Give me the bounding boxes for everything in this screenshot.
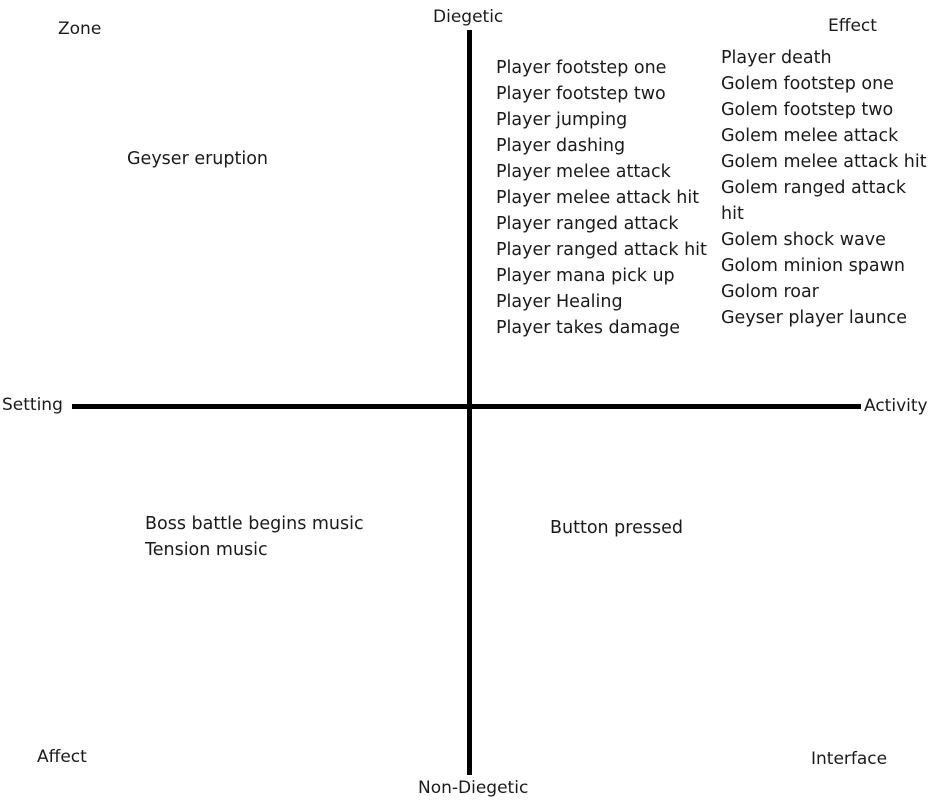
corner-label-bottom-right: Interface <box>811 749 888 769</box>
list-item: Golom minion spawn <box>721 256 906 276</box>
list-item: Golem footstep one <box>721 74 894 94</box>
list-item: hit <box>721 204 744 224</box>
quadrant-top-right-golem-list: Player death Golem footstep one Golem fo… <box>721 45 927 331</box>
quadrant-top-left-list: Geyser eruption <box>127 146 268 172</box>
axis-label-left: Setting <box>2 395 63 415</box>
axis-label-bottom: Non-Diegetic <box>418 778 529 798</box>
list-item: Golem footstep two <box>721 100 894 120</box>
axis-label-right: Activity <box>864 396 928 416</box>
vertical-axis-line <box>467 30 472 775</box>
list-item: Player ranged attack hit <box>496 240 707 260</box>
list-item: Player death <box>721 48 832 68</box>
list-item: Player footstep two <box>496 84 666 104</box>
list-item: Golom roar <box>721 282 819 302</box>
list-item: Player takes damage <box>496 318 681 338</box>
quadrant-bottom-right-list: Button pressed <box>550 515 683 541</box>
list-item: Geyser player launce <box>721 308 908 328</box>
corner-label-top-right: Effect <box>828 16 877 36</box>
list-item: Tension music <box>145 540 268 560</box>
list-item: Player footstep one <box>496 58 667 78</box>
corner-label-bottom-left: Affect <box>37 747 87 767</box>
list-item: Player melee attack <box>496 162 671 182</box>
quadrant-bottom-left-list: Boss battle begins music Tension music <box>145 511 364 563</box>
list-item: Player mana pick up <box>496 266 675 286</box>
corner-label-top-left: Zone <box>58 19 102 39</box>
list-item: Button pressed <box>550 518 683 538</box>
list-item: Player jumping <box>496 110 628 130</box>
horizontal-axis-line <box>72 404 861 409</box>
list-item: Player dashing <box>496 136 626 156</box>
list-item: Geyser eruption <box>127 149 269 169</box>
axis-label-top: Diegetic <box>433 7 504 27</box>
list-item: Boss battle begins music <box>145 514 364 534</box>
list-item: Golem melee attack <box>721 126 899 146</box>
quadrant-top-right-player-list: Player footstep one Player footstep two … <box>496 55 707 341</box>
list-item: Player Healing <box>496 292 623 312</box>
list-item: Golem ranged attack <box>721 178 906 198</box>
list-item: Player melee attack hit <box>496 188 700 208</box>
list-item: Player ranged attack <box>496 214 679 234</box>
list-item: Golem melee attack hit <box>721 152 927 172</box>
list-item: Golem shock wave <box>721 230 886 250</box>
